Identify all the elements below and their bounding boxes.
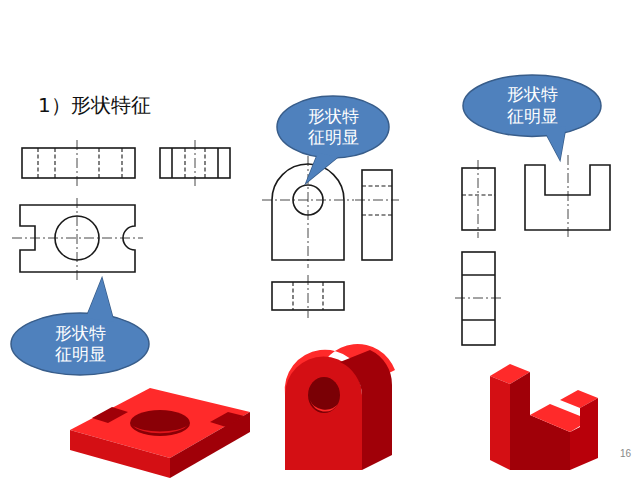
callout-bubble: 形状特 征明显 xyxy=(276,95,390,159)
callout-bubble: 形状特 征明显 xyxy=(462,74,602,137)
u-block-model xyxy=(490,364,598,470)
callout-text: 形状特 征明显 xyxy=(504,84,560,127)
lug-views xyxy=(262,156,399,318)
plate-model xyxy=(70,388,250,478)
callout-text: 形状特 征明显 xyxy=(305,106,361,149)
u-block-views xyxy=(455,155,610,345)
callout-text: 形状特 征明显 xyxy=(52,323,108,366)
plate-views xyxy=(12,140,230,280)
lug-model xyxy=(285,344,395,470)
callout-bubble: 形状特 征明显 xyxy=(10,312,150,376)
page-number: 16 xyxy=(620,448,631,459)
slide-title: 1）形状特征 xyxy=(38,92,151,119)
